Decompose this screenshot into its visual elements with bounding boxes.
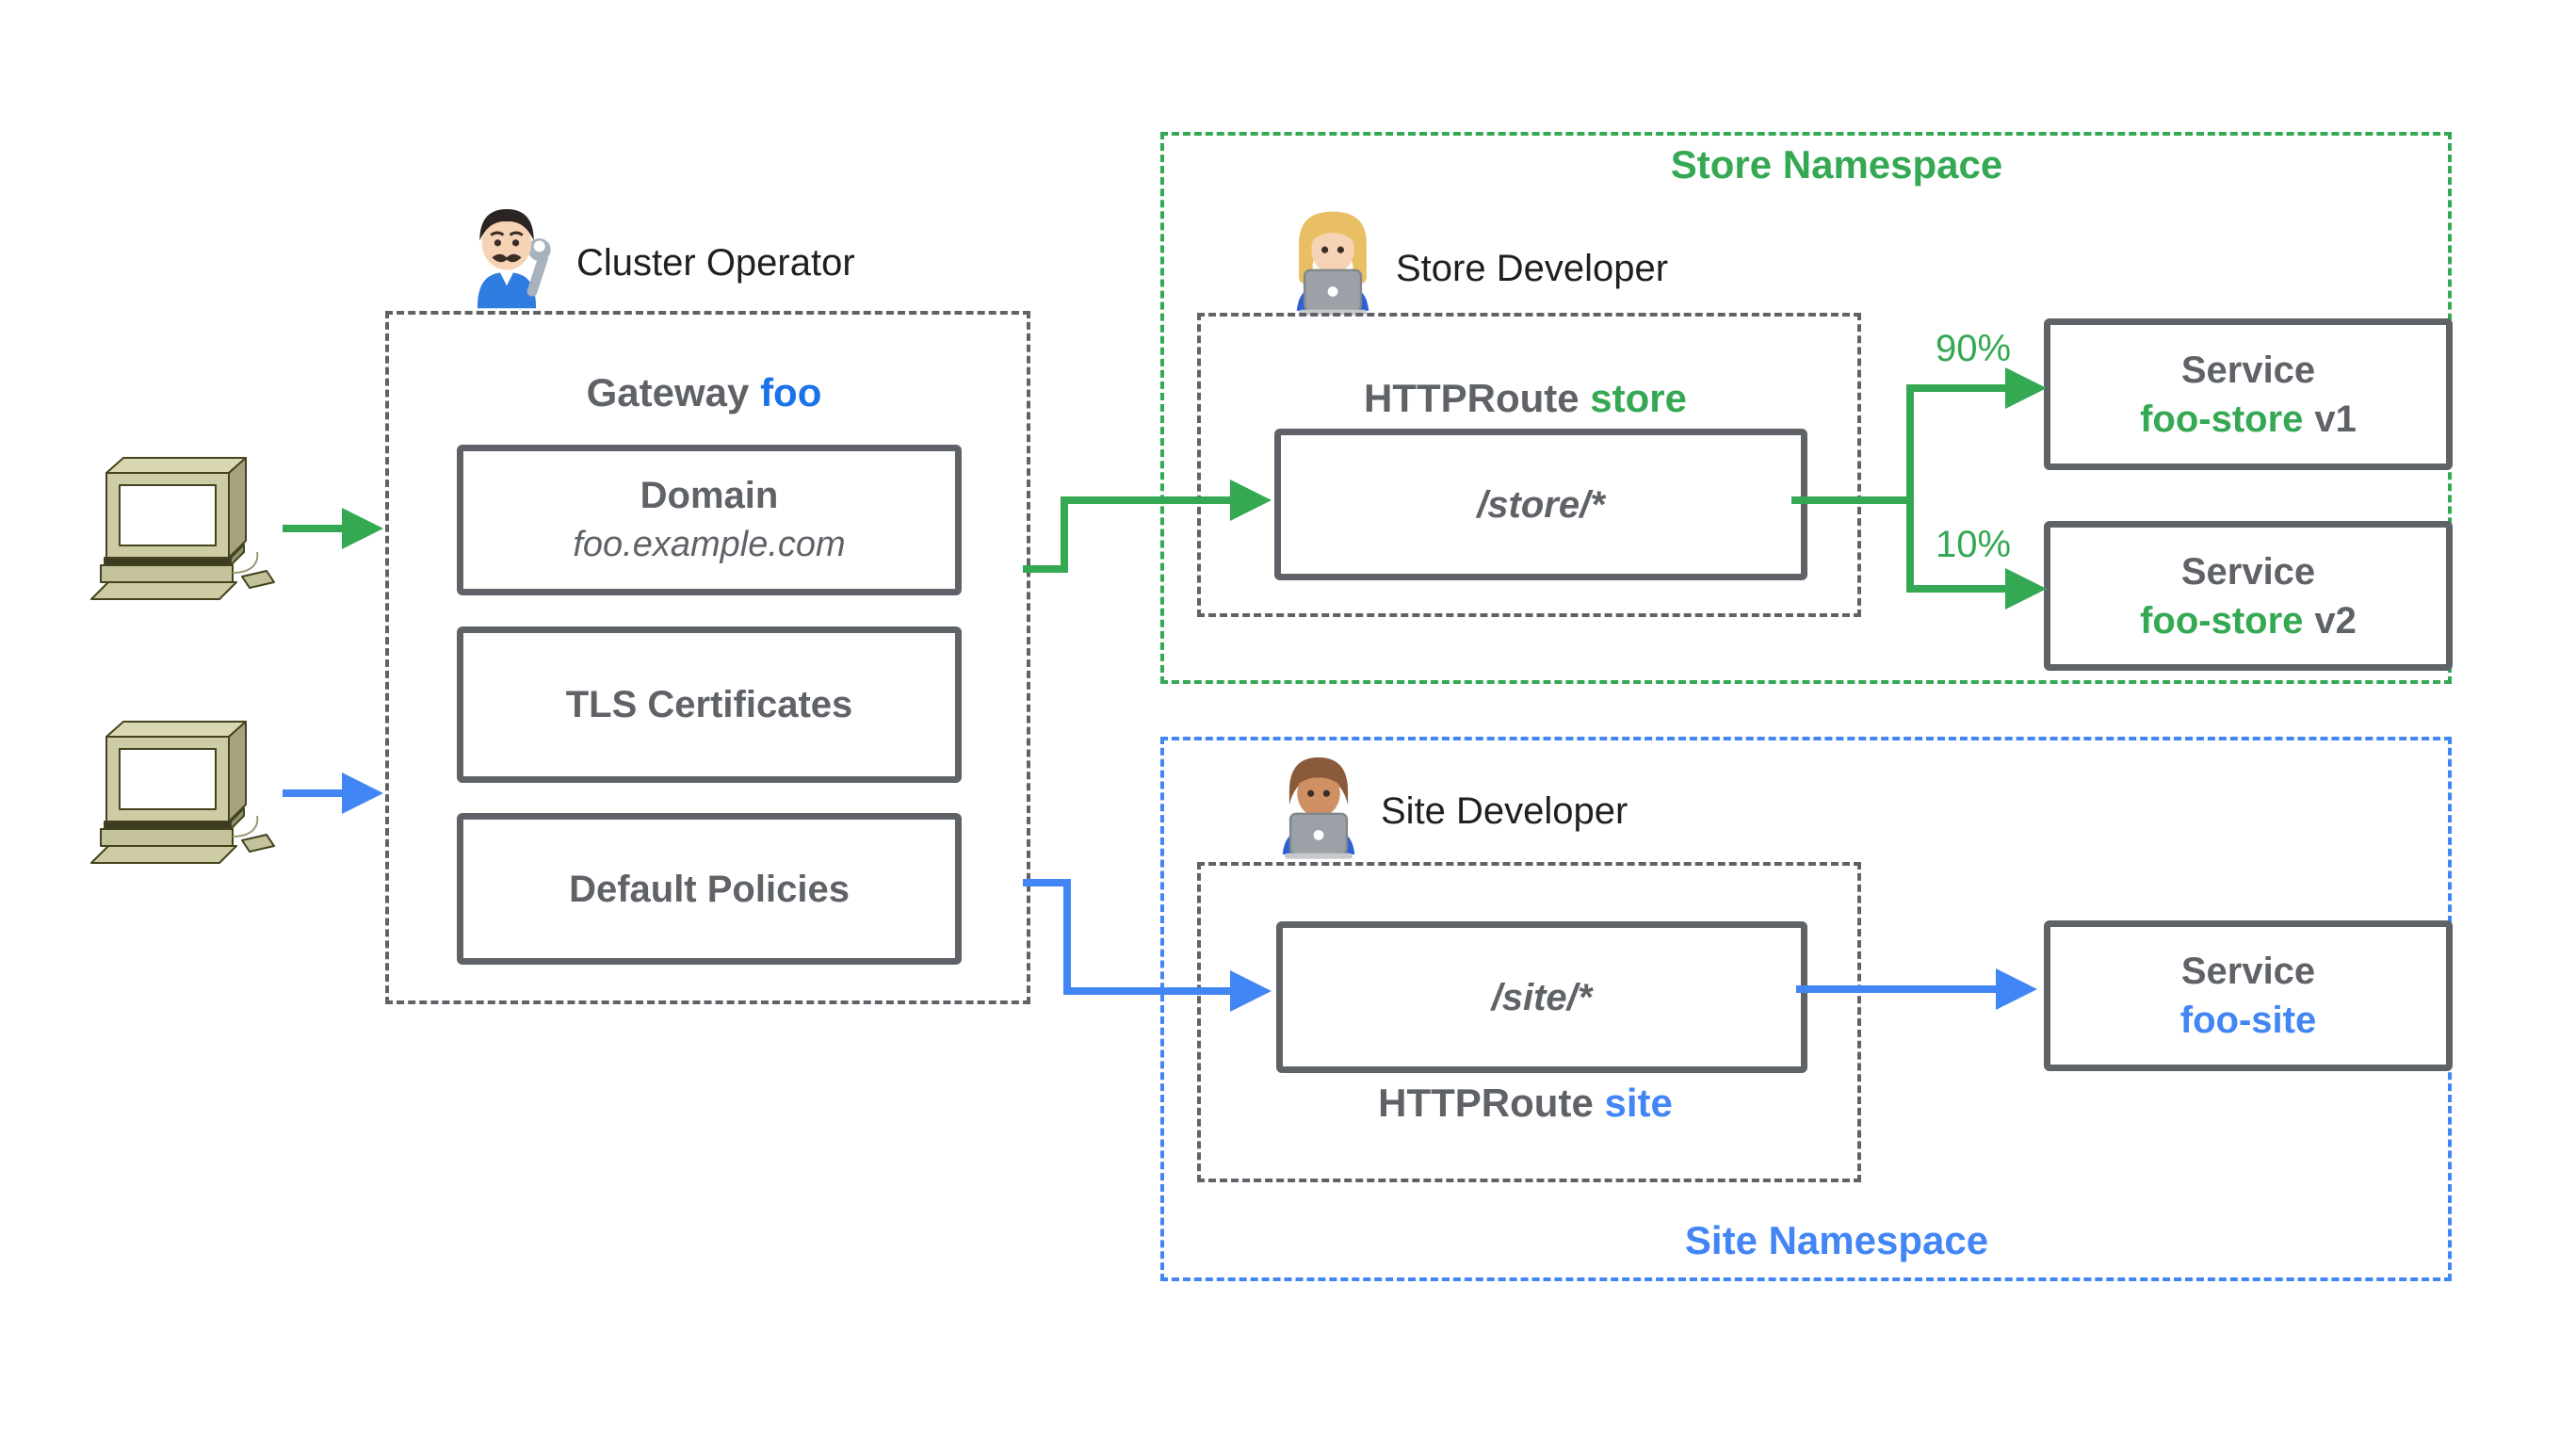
gateway-title-prefix: Gateway bbox=[586, 370, 761, 415]
cluster-operator-label: Cluster Operator bbox=[576, 242, 855, 284]
service-foo-site-box: Service foo-site bbox=[2044, 920, 2453, 1071]
gateway-title-name: foo bbox=[760, 370, 822, 415]
service-v2-type: Service bbox=[2180, 550, 2316, 593]
domain-label: Domain bbox=[640, 475, 779, 516]
site-route-path: /site/* bbox=[1491, 976, 1593, 1018]
service-v1-type: Service bbox=[2180, 349, 2316, 391]
httproute-site-name: site bbox=[1604, 1081, 1673, 1125]
service-v1-version: v1 bbox=[2314, 398, 2357, 440]
httproute-store-prefix: HTTPRoute bbox=[1363, 376, 1591, 420]
httproute-store-dashed-box bbox=[1197, 313, 1861, 617]
httproute-site-title: HTTPRoute site bbox=[1197, 1080, 1854, 1127]
client2-to-gateway-arrow bbox=[283, 772, 383, 814]
httproute-store-name: store bbox=[1590, 376, 1687, 420]
store-route-path: /store/* bbox=[1477, 483, 1605, 526]
client-computer-icon bbox=[90, 457, 275, 600]
client1-to-gateway-arrow bbox=[283, 508, 383, 549]
httproute-site-prefix: HTTPRoute bbox=[1378, 1081, 1605, 1125]
store-route-box: /store/* bbox=[1274, 429, 1807, 580]
httproute-site-dashed-box bbox=[1197, 862, 1861, 1182]
store-developer-label: Store Developer bbox=[1396, 248, 1669, 289]
service-site-name: foo-site bbox=[2179, 1000, 2317, 1041]
site-developer-label: Site Developer bbox=[1381, 790, 1628, 832]
gateway-title: Gateway foo bbox=[385, 369, 1023, 416]
service-site-type: Service bbox=[2180, 951, 2316, 992]
client-computer-icon bbox=[90, 721, 275, 864]
service-v2-version: v2 bbox=[2314, 599, 2357, 642]
default-policies-label: Default Policies bbox=[569, 868, 850, 910]
gateway-dashed-box bbox=[385, 311, 1030, 1004]
site-namespace-title: Site Namespace bbox=[1684, 1218, 1989, 1262]
httproute-store-title: HTTPRoute store bbox=[1197, 375, 1854, 422]
store-namespace-title: Store Namespace bbox=[1670, 142, 2003, 187]
service-v2-name: foo-store bbox=[2140, 599, 2304, 642]
weight-10-label: 10% bbox=[1935, 524, 2012, 565]
man-mechanic-icon bbox=[477, 208, 551, 309]
site-route-box: /site/* bbox=[1276, 921, 1807, 1073]
tls-certificates-label: TLS Certificates bbox=[565, 684, 853, 725]
domain-value: foo.example.com bbox=[573, 525, 846, 564]
service-v1-name: foo-store bbox=[2140, 398, 2304, 440]
domain-box: Domain foo.example.com bbox=[457, 445, 962, 595]
woman-technologist-icon bbox=[1296, 211, 1369, 316]
man-technologist-icon bbox=[1282, 756, 1355, 859]
weight-90-label: 90% bbox=[1935, 328, 2012, 369]
tls-certificates-box: TLS Certificates bbox=[457, 626, 962, 783]
default-policies-box: Default Policies bbox=[457, 813, 962, 965]
